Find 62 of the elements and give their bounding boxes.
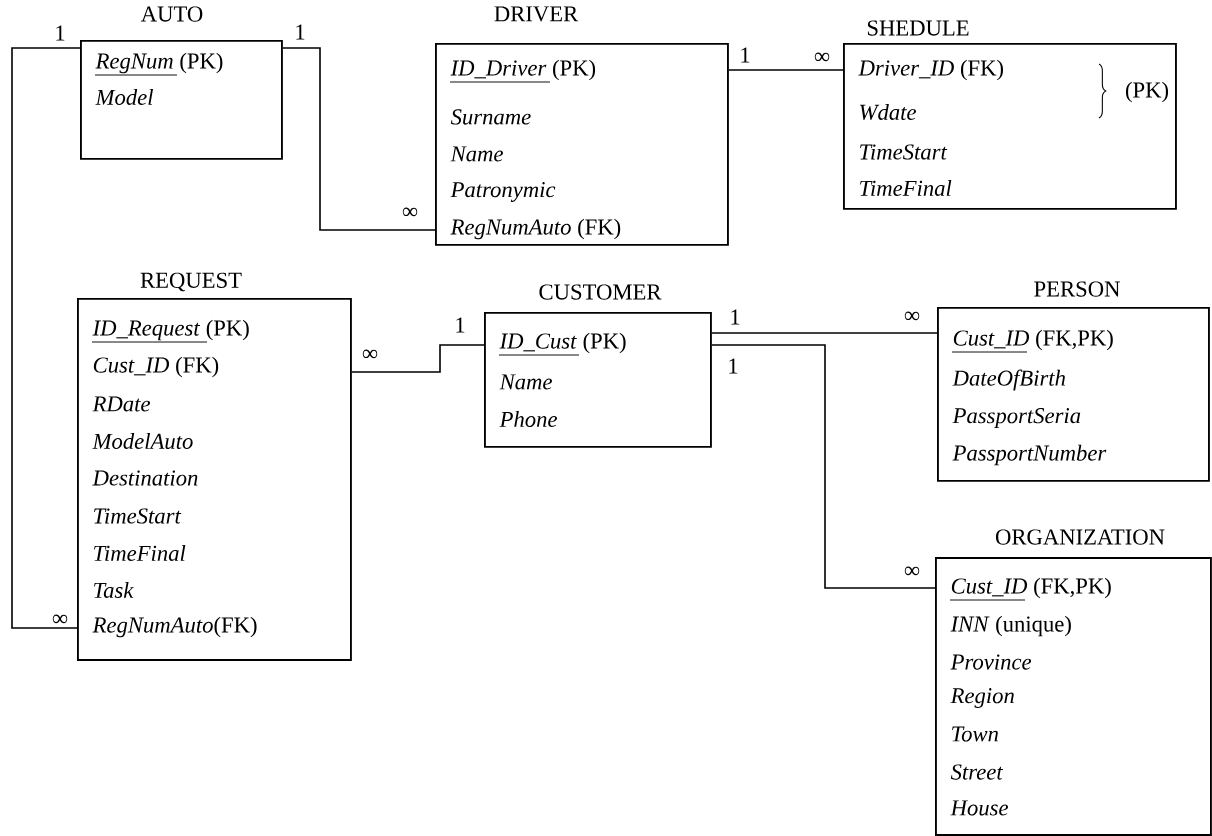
node-label: Patronymic — [450, 182, 556, 202]
entity-table: RegNum (PK) Model — [80, 40, 283, 160]
cardinality-label: ∞ — [904, 566, 920, 576]
table-heading: PERSON — [1034, 281, 1120, 297]
node-label: Region — [950, 688, 1014, 708]
node-label: ModelAuto — [92, 433, 193, 450]
node-label: DateOfBirth — [952, 369, 1066, 391]
entity-table: ID_Driver (PK) Surname Name Patronymic RegNumAuto (FK) — [435, 43, 729, 246]
entity-table: ID_Request (PK) Cust_ID (FK) RDate ModelAuto Destination TimeStart TimeFinal Task RegNumAuto(FK) — [77, 298, 352, 661]
cardinality-label: ∞ — [52, 614, 68, 624]
relationship-line — [711, 344, 936, 589]
entity-table: ID_Cust (PK) Name Phone — [484, 312, 712, 448]
node-label: RegNumAuto (FK) — [450, 218, 621, 240]
node-label: PassportSeria — [952, 408, 1081, 428]
relationship-line — [711, 332, 938, 334]
table-heading: DRIVER — [494, 6, 579, 22]
cardinality-label: 1 — [741, 47, 750, 63]
node-label: Town — [952, 726, 998, 742]
node-label: INN (unique) — [950, 615, 1071, 637]
node-label: Driver_ID (FK) — [858, 59, 1004, 81]
node-label: ID_Request (PK) — [92, 319, 249, 341]
node-label: Destination — [92, 470, 198, 486]
cardinality-label: ∞ — [904, 311, 920, 321]
table-heading: SHEDULE — [867, 20, 969, 36]
relationship-line — [351, 344, 485, 373]
cardinality-label: ∞ — [402, 207, 418, 217]
node-label: Cust_ID (FK,PK) — [951, 577, 1111, 599]
cardinality-label: ∞ — [362, 349, 378, 359]
node-label: Name — [450, 146, 503, 162]
cardinality-label: 1 — [296, 24, 305, 40]
entity-table: Driver_ID (FK) Wdate (PK) TimeStart TimeFinal — [843, 43, 1177, 210]
cardinality-label: ∞ — [814, 52, 830, 62]
node-label: Cust_ID (FK,PK) — [953, 329, 1113, 351]
table-heading: AUTO — [140, 6, 203, 22]
node-label: Street — [950, 764, 1004, 780]
node-label: PassportNumber — [952, 444, 1107, 466]
node-label: TimeFinal — [860, 180, 952, 196]
cardinality-label: 1 — [456, 317, 465, 333]
node-label: Task — [94, 582, 134, 598]
node-label: RDate — [92, 396, 151, 412]
cardinality-label: 1 — [731, 309, 740, 325]
node-label: Wdate — [860, 103, 917, 121]
entity-table: Cust_ID (FK,PK) INN (unique) Province Region Town Street House — [935, 557, 1212, 836]
node-label: Province — [950, 654, 1032, 670]
node-label: TimeStart — [94, 508, 182, 524]
node-label: ID_Driver (PK) — [450, 59, 596, 81]
entity-table: Cust_ID (FK,PK) DateOfBirth PassportSeria PassportNumber — [937, 307, 1210, 482]
node-label: TimeStart — [860, 144, 948, 160]
relationship-line — [282, 47, 436, 231]
relationship-line — [11, 47, 81, 629]
node-label: (PK) — [1125, 81, 1169, 103]
cardinality-label: 1 — [56, 25, 65, 41]
node-label: Cust_ID (FK) — [93, 356, 219, 378]
cardinality-label: 1 — [729, 358, 738, 374]
relationship-line — [728, 69, 844, 71]
table-heading: REQUEST — [140, 272, 242, 292]
node-label: Surname — [450, 109, 531, 125]
table-heading: CUSTOMER — [539, 284, 662, 300]
node-label: RegNumAuto(FK) — [92, 616, 257, 638]
node-label: House — [950, 800, 1009, 816]
node-label: TimeFinal — [94, 545, 186, 561]
table-heading: ORGANIZATION — [995, 529, 1165, 545]
